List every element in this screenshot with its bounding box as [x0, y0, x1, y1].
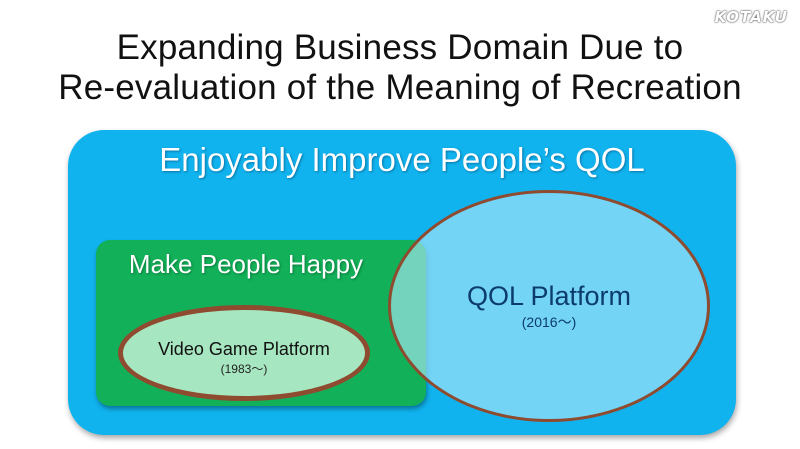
video-game-platform-ellipse [118, 305, 370, 401]
slide-title-line-2: Re-evaluation of the Meaning of Recreati… [58, 68, 742, 107]
kotaku-watermark-logo: KOTAKU [714, 8, 788, 26]
qol-platform-years: (2016〜) [521, 314, 577, 330]
video-game-platform-label: Video Game Platform [158, 339, 330, 359]
qol-domain-label: Enjoyably Improve People’s QOL [159, 141, 645, 178]
video-game-platform-years: (1983〜) [220, 362, 268, 376]
qol-platform-ellipse [388, 190, 710, 422]
qol-platform-label: QOL Platform [466, 281, 632, 311]
make-people-happy-label: Make People Happy [128, 249, 364, 279]
slide-title-line-1: Expanding Business Domain Due to [116, 28, 684, 67]
